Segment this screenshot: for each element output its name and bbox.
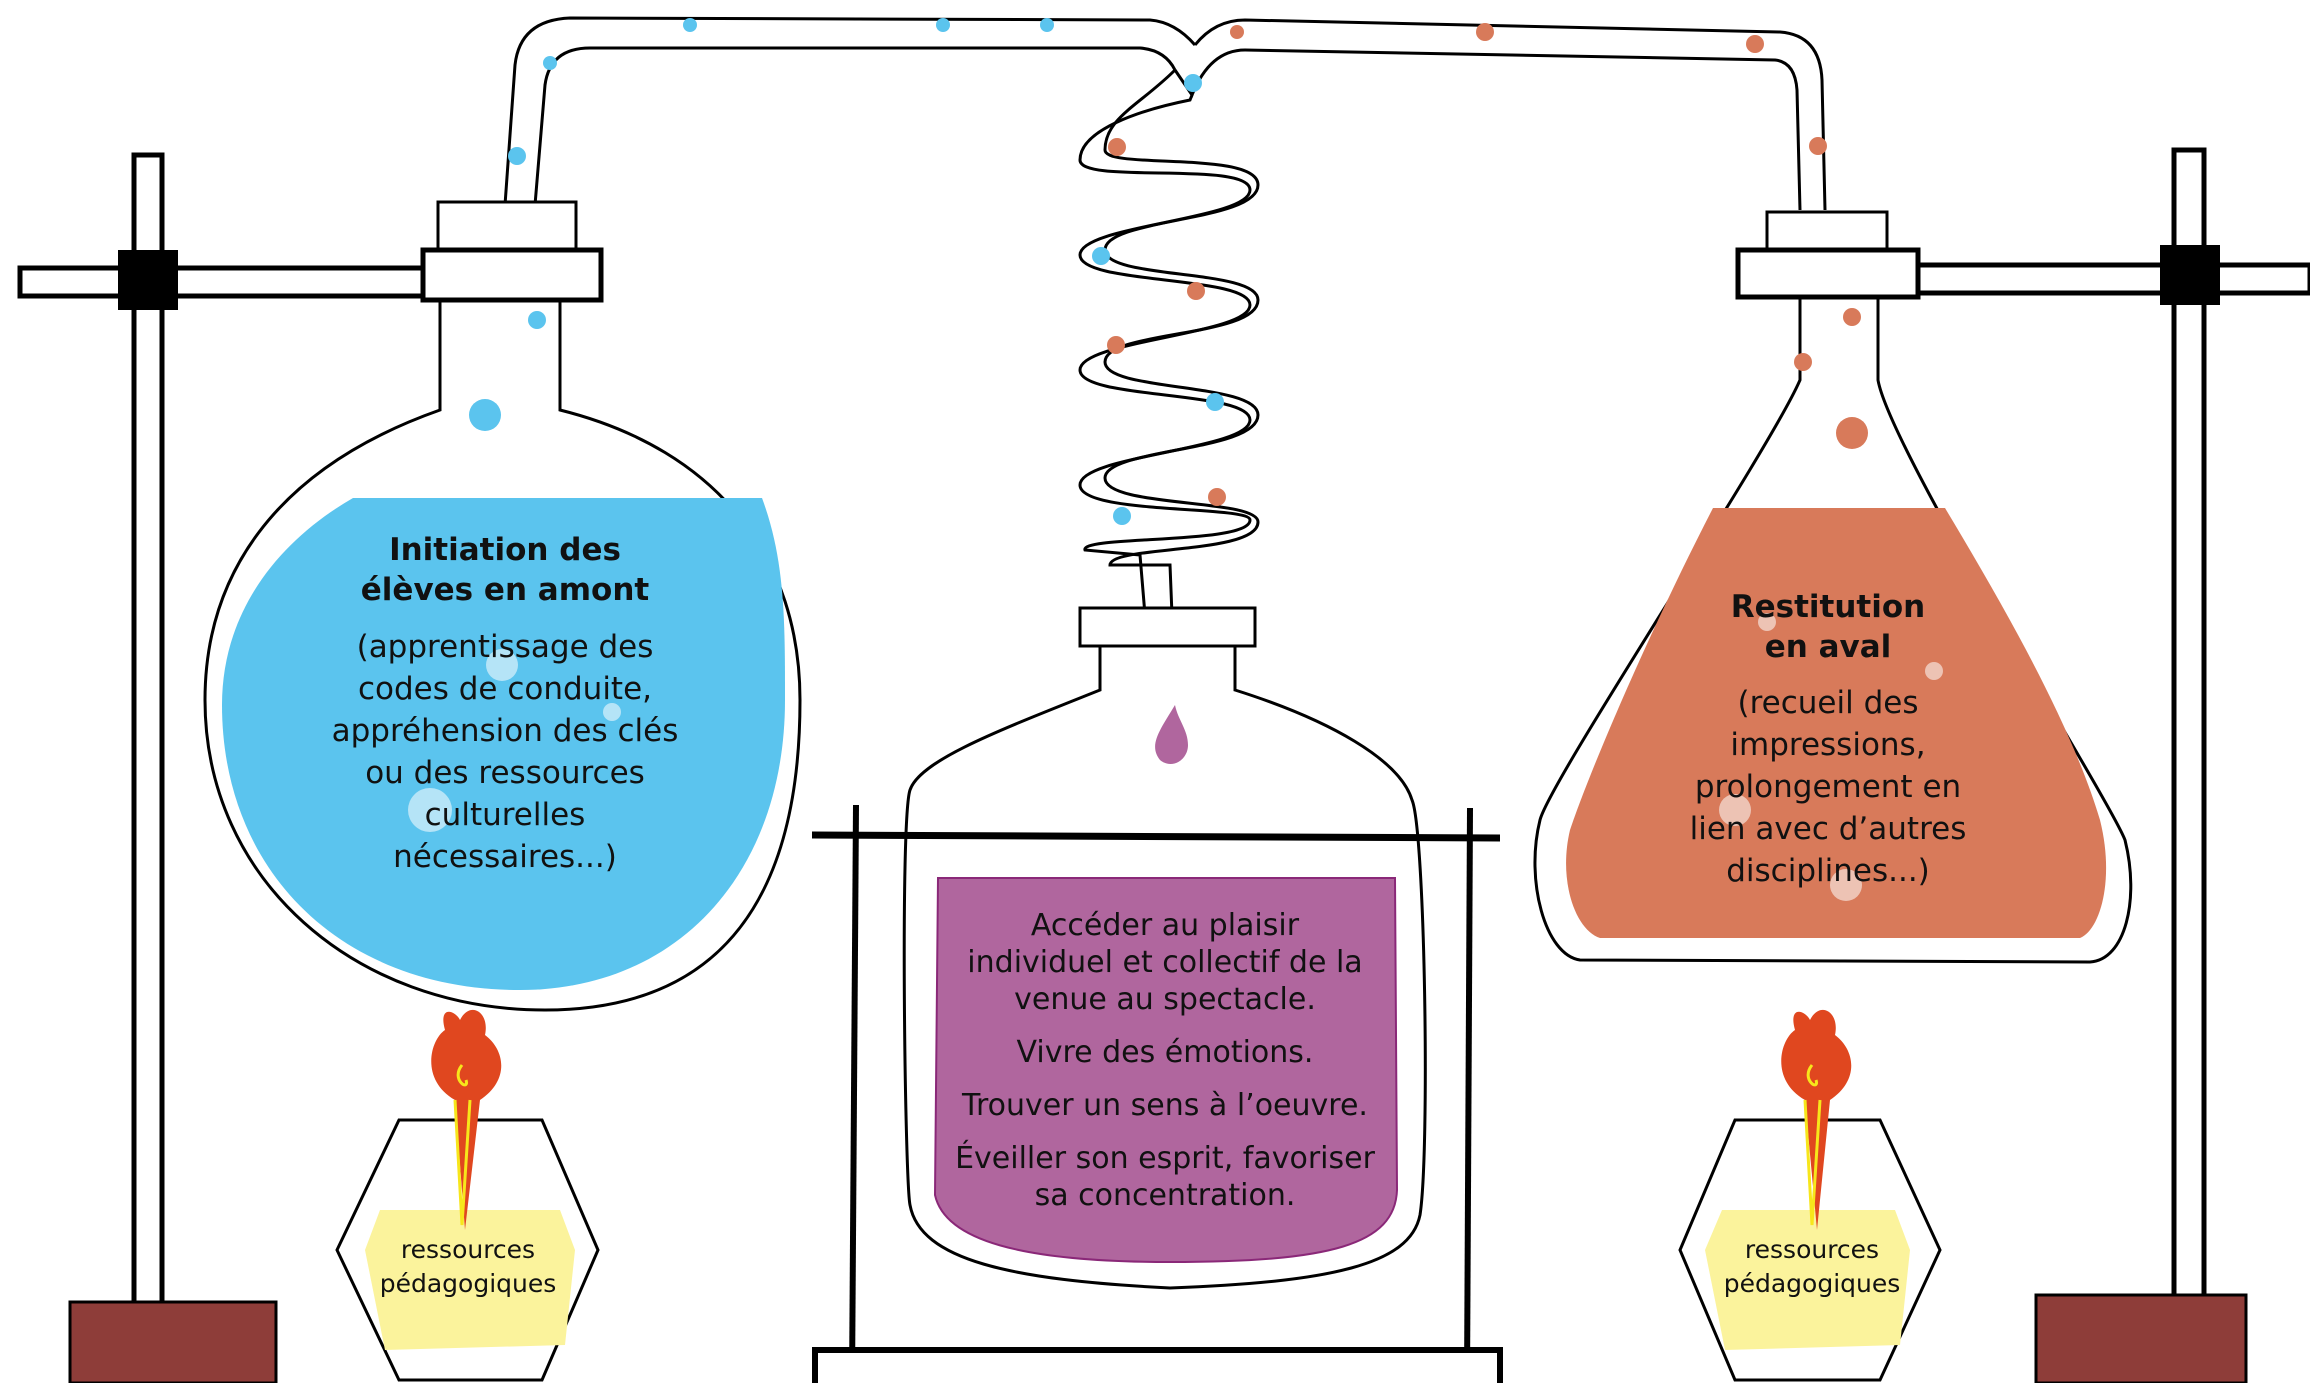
left-stand (17, 152, 433, 1383)
left-stand-base (68, 1300, 278, 1383)
right-flask-body-line: impressions, (1730, 727, 1925, 763)
center-bottle-liquid (933, 877, 1399, 1264)
orange-bubbles (1107, 23, 1868, 506)
left-flask-liquid (222, 498, 785, 990)
left-flask-body-line: ou des ressources (365, 755, 645, 791)
left-flask-text: Initiation des élèves en amont (apprenti… (332, 532, 679, 875)
left-flame-icon (431, 1009, 502, 1230)
left-flask-body-line: (apprentissage des (357, 629, 654, 665)
center-text-line: individuel et collectif de la (967, 945, 1362, 980)
left-burner-label-line: pédagogiques (380, 1269, 557, 1298)
right-burner-label-line: pédagogiques (1724, 1269, 1901, 1298)
right-flask-body-line: (recueil des (1738, 685, 1919, 721)
spiral-condenser (1078, 68, 1260, 703)
left-burner (335, 1009, 600, 1382)
right-stand-base (2034, 1293, 2248, 1383)
right-flask-liquid (1566, 508, 2107, 938)
left-flask-body-line: codes de conduite, (358, 671, 652, 707)
blue-bubbles (469, 18, 1224, 525)
right-burner (1678, 1009, 1942, 1382)
left-flask-title-line: élèves en amont (361, 572, 650, 608)
right-flask-text: Restitution en aval (recueil des impress… (1690, 589, 1967, 889)
right-stand (1902, 147, 2310, 1383)
purple-droplet (1155, 705, 1188, 765)
center-bottle (811, 644, 1503, 1383)
left-burner-text: ressources pédagogiques (380, 1235, 557, 1298)
right-flask-body-line: disciplines...) (1726, 853, 1930, 889)
right-flask-title-line: en aval (1765, 629, 1892, 665)
right-flame-icon (1781, 1009, 1852, 1230)
left-flask-body-line: appréhension des clés (332, 713, 679, 749)
right-burner-label-line: ressources (1745, 1235, 1879, 1264)
right-flask-title-line: Restitution (1731, 589, 1926, 625)
right-flask (1533, 210, 2133, 964)
center-text-line: Vivre des émotions. (1017, 1035, 1314, 1070)
connecting-tubes (503, 16, 1827, 211)
left-burner-label-line: ressources (401, 1235, 535, 1264)
center-text-line: Trouver un sens à l’oeuvre. (961, 1088, 1368, 1123)
center-text-line: Éveiller son esprit, favoriser (955, 1140, 1375, 1176)
liquid-highlights (408, 613, 1943, 901)
center-text-line: venue au spectacle. (1014, 982, 1316, 1017)
right-flask-body-line: lien avec d’autres (1690, 811, 1967, 847)
right-burner-text: ressources pédagogiques (1724, 1235, 1901, 1298)
left-flask-body-line: nécessaires...) (393, 839, 617, 875)
center-bottle-text: Accéder au plaisir individuel et collect… (955, 908, 1375, 1213)
left-flask-body-line: culturelles (425, 797, 586, 833)
center-text-line: Accéder au plaisir (1031, 908, 1300, 943)
right-flask-body-line: prolongement en (1695, 769, 1961, 805)
center-text-line: sa concentration. (1035, 1178, 1296, 1213)
left-flask-title-line: Initiation des (389, 532, 621, 568)
